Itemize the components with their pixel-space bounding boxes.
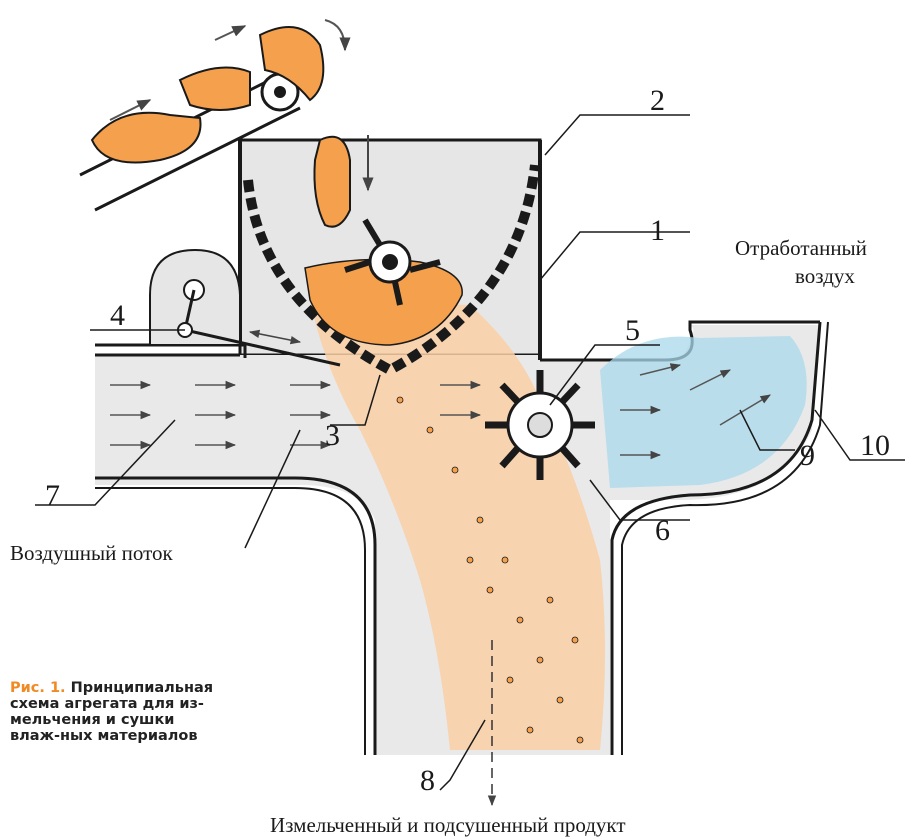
- figure-number: Рис. 1.: [10, 680, 66, 696]
- label-1: 1: [650, 214, 665, 247]
- figure-caption: Рис. 1. Принципиальная схема агрегата дл…: [10, 680, 225, 744]
- label-airflow: Воздушный поток: [10, 541, 173, 565]
- falling-lump: [314, 137, 350, 227]
- label-exhaust-line1: Отработанный: [735, 236, 867, 260]
- label-9: 9: [800, 439, 815, 472]
- rotor-wheel: [485, 370, 595, 480]
- label-6: 6: [655, 514, 670, 547]
- label-8: 8: [420, 764, 435, 797]
- label-product: Измельченный и подсушенный продукт: [270, 813, 626, 837]
- label-2: 2: [650, 84, 665, 117]
- label-7: 7: [45, 479, 60, 512]
- label-5: 5: [625, 314, 640, 347]
- label-10: 10: [860, 429, 890, 462]
- label-exhaust-line2: воздух: [795, 264, 855, 288]
- label-3: 3: [325, 419, 340, 452]
- label-4: 4: [110, 299, 125, 332]
